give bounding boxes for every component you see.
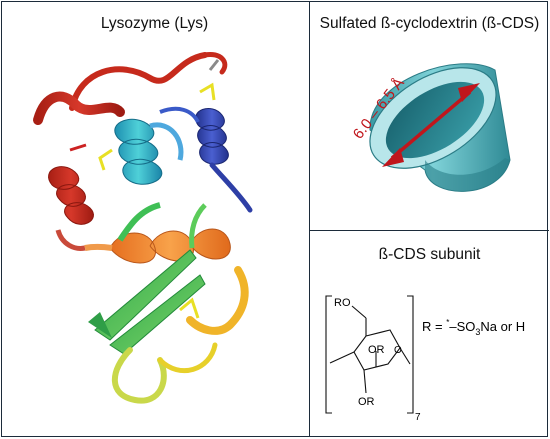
cyclodextrin-title: Sulfated ß-cyclodextrin (ß-CDS) — [319, 15, 540, 32]
lysozyme-title: Lysozyme (Lys) — [100, 15, 209, 32]
substituent-or-upper: OR — [368, 344, 385, 356]
substituent-or-lower: OR — [358, 396, 375, 408]
subunit-title: ß-CDS subunit — [378, 246, 481, 263]
lysozyme-structure — [33, 51, 253, 404]
r-group-definition: R = *–SO3Na or H — [422, 318, 525, 337]
ring-oxygen: O — [394, 345, 402, 356]
substituent-ro: RO — [334, 297, 351, 309]
repeat-subscript: 7 — [415, 412, 421, 423]
panel-divider-horizontal — [309, 230, 549, 232]
cyclodextrin-cone: 6.0 – 6.5 Å — [350, 63, 511, 192]
subunit-structure: RO OR OR O 7 R = *–SO3Na or H — [325, 295, 525, 423]
panel-divider-vertical — [309, 1, 311, 437]
